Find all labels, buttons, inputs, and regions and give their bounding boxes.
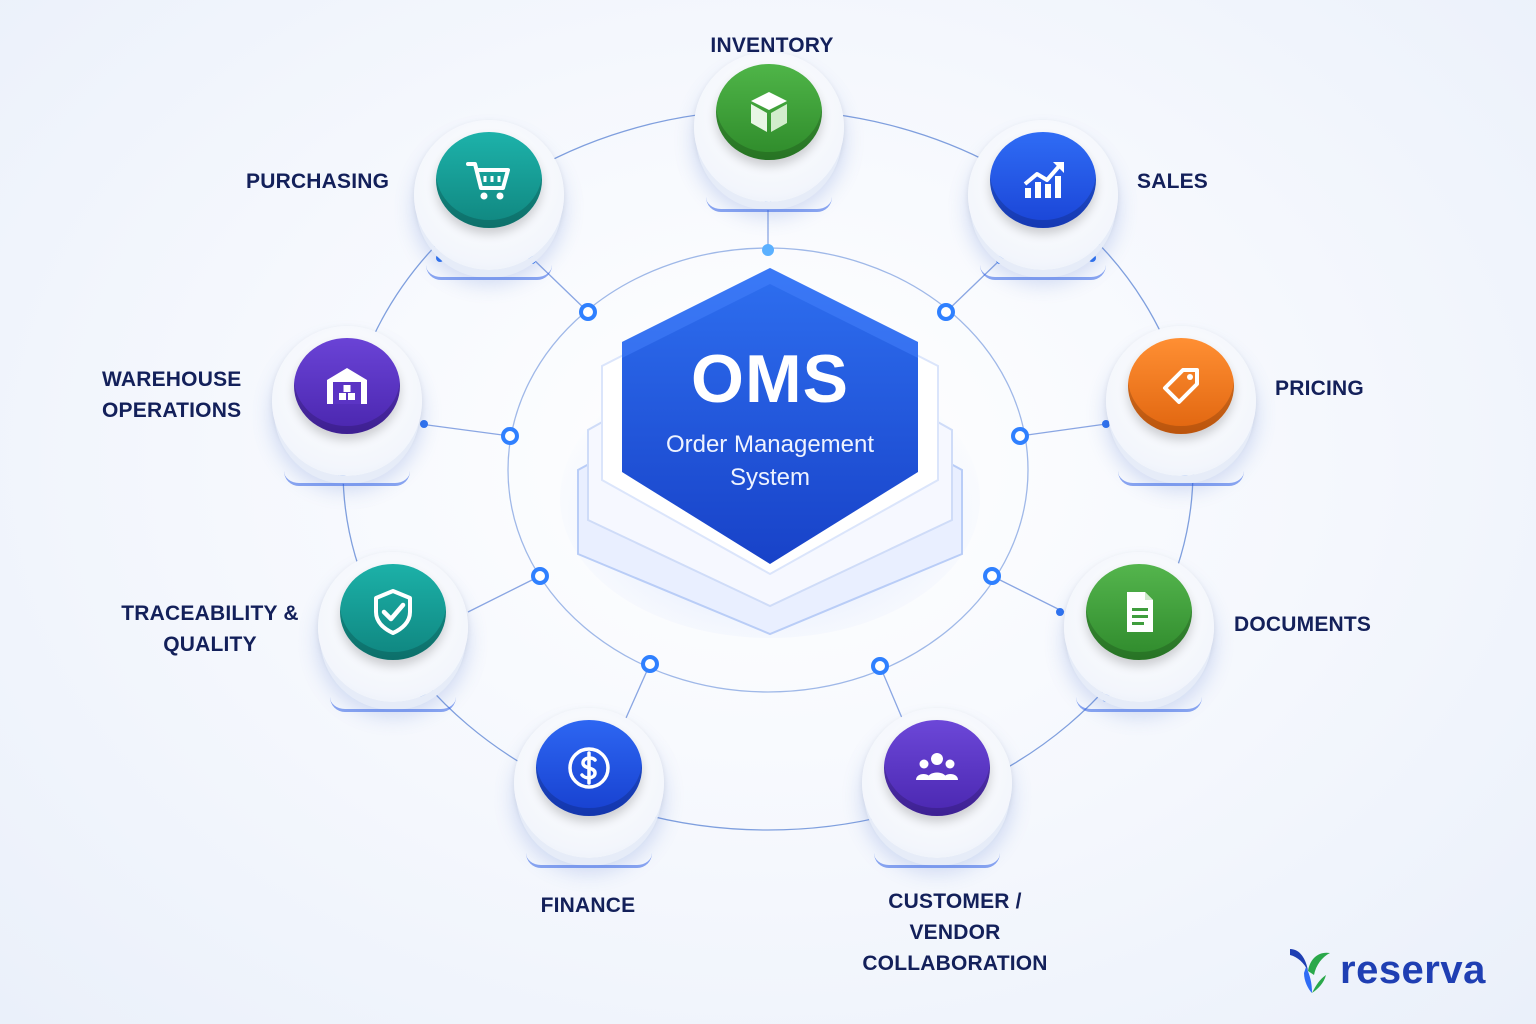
disc-traceability	[340, 564, 446, 660]
label-line: QUALITY	[163, 633, 257, 656]
disc-inventory	[716, 64, 822, 160]
label-line: FINANCE	[540, 894, 636, 917]
people-icon	[916, 753, 958, 780]
node-sales[interactable]	[968, 120, 1118, 280]
node-inventory[interactable]	[694, 52, 844, 212]
disc-collaboration	[884, 720, 990, 816]
label-traceability: TRACEABILITY & QUALITY	[110, 598, 310, 660]
dollar-coin-icon	[568, 747, 610, 789]
node-pricing[interactable]	[1106, 326, 1256, 486]
oms-hub: OMS Order Management System	[560, 258, 980, 638]
disc-pricing	[1128, 338, 1234, 434]
reserva-logo-icon	[1290, 949, 1330, 993]
price-tag-icon	[1163, 368, 1199, 404]
label-documents: DOCUMENTS	[1234, 609, 1371, 640]
growth-chart-icon	[1023, 162, 1064, 198]
disc-purchasing	[436, 132, 542, 228]
node-documents[interactable]	[1064, 552, 1214, 712]
hub-subtitle: Order Management System	[560, 428, 980, 494]
label-line: WAREHOUSE	[102, 368, 242, 391]
label-line: COLLABORATION	[862, 952, 1048, 975]
brand-name: reserva	[1340, 947, 1486, 992]
node-traceability[interactable]	[318, 552, 468, 712]
label-line: PRICING	[1275, 377, 1364, 400]
label-line: VENDOR	[909, 921, 1001, 944]
hub-subtitle-line: System	[729, 464, 810, 491]
label-line: PURCHASING	[246, 170, 390, 193]
node-collaboration[interactable]	[862, 708, 1012, 868]
disc-sales	[990, 132, 1096, 228]
label-line: OPERATIONS	[102, 399, 242, 422]
document-icon	[1127, 592, 1153, 632]
shield-check-icon	[374, 589, 412, 635]
disc-finance	[536, 720, 642, 816]
shopping-cart-icon	[466, 162, 510, 200]
disc-documents	[1086, 564, 1192, 660]
hub-title: OMS	[691, 341, 849, 417]
node-purchasing[interactable]	[414, 120, 564, 280]
label-warehouse: WAREHOUSE OPERATIONS	[102, 364, 241, 426]
label-sales: SALES	[1137, 166, 1208, 197]
hub-subtitle-line: Order Management	[665, 431, 875, 458]
hub-hexagon-graphic	[560, 268, 980, 638]
cube-icon	[751, 92, 787, 132]
label-purchasing: PURCHASING	[246, 166, 389, 197]
node-warehouse[interactable]	[272, 326, 422, 486]
label-pricing: PRICING	[1275, 373, 1364, 404]
warehouse-icon	[327, 368, 367, 404]
label-inventory: INVENTORY	[672, 30, 872, 61]
label-collaboration: CUSTOMER / VENDOR COLLABORATION	[840, 886, 1070, 979]
label-line: SALES	[1137, 170, 1209, 193]
label-finance: FINANCE	[488, 890, 688, 921]
node-finance[interactable]	[514, 708, 664, 868]
label-line: CUSTOMER /	[888, 890, 1022, 913]
disc-warehouse	[294, 338, 400, 434]
label-line: TRACEABILITY &	[121, 602, 299, 625]
brand-logo: reserva	[1286, 944, 1486, 996]
label-line: DOCUMENTS	[1234, 613, 1372, 636]
label-line: INVENTORY	[710, 34, 834, 57]
